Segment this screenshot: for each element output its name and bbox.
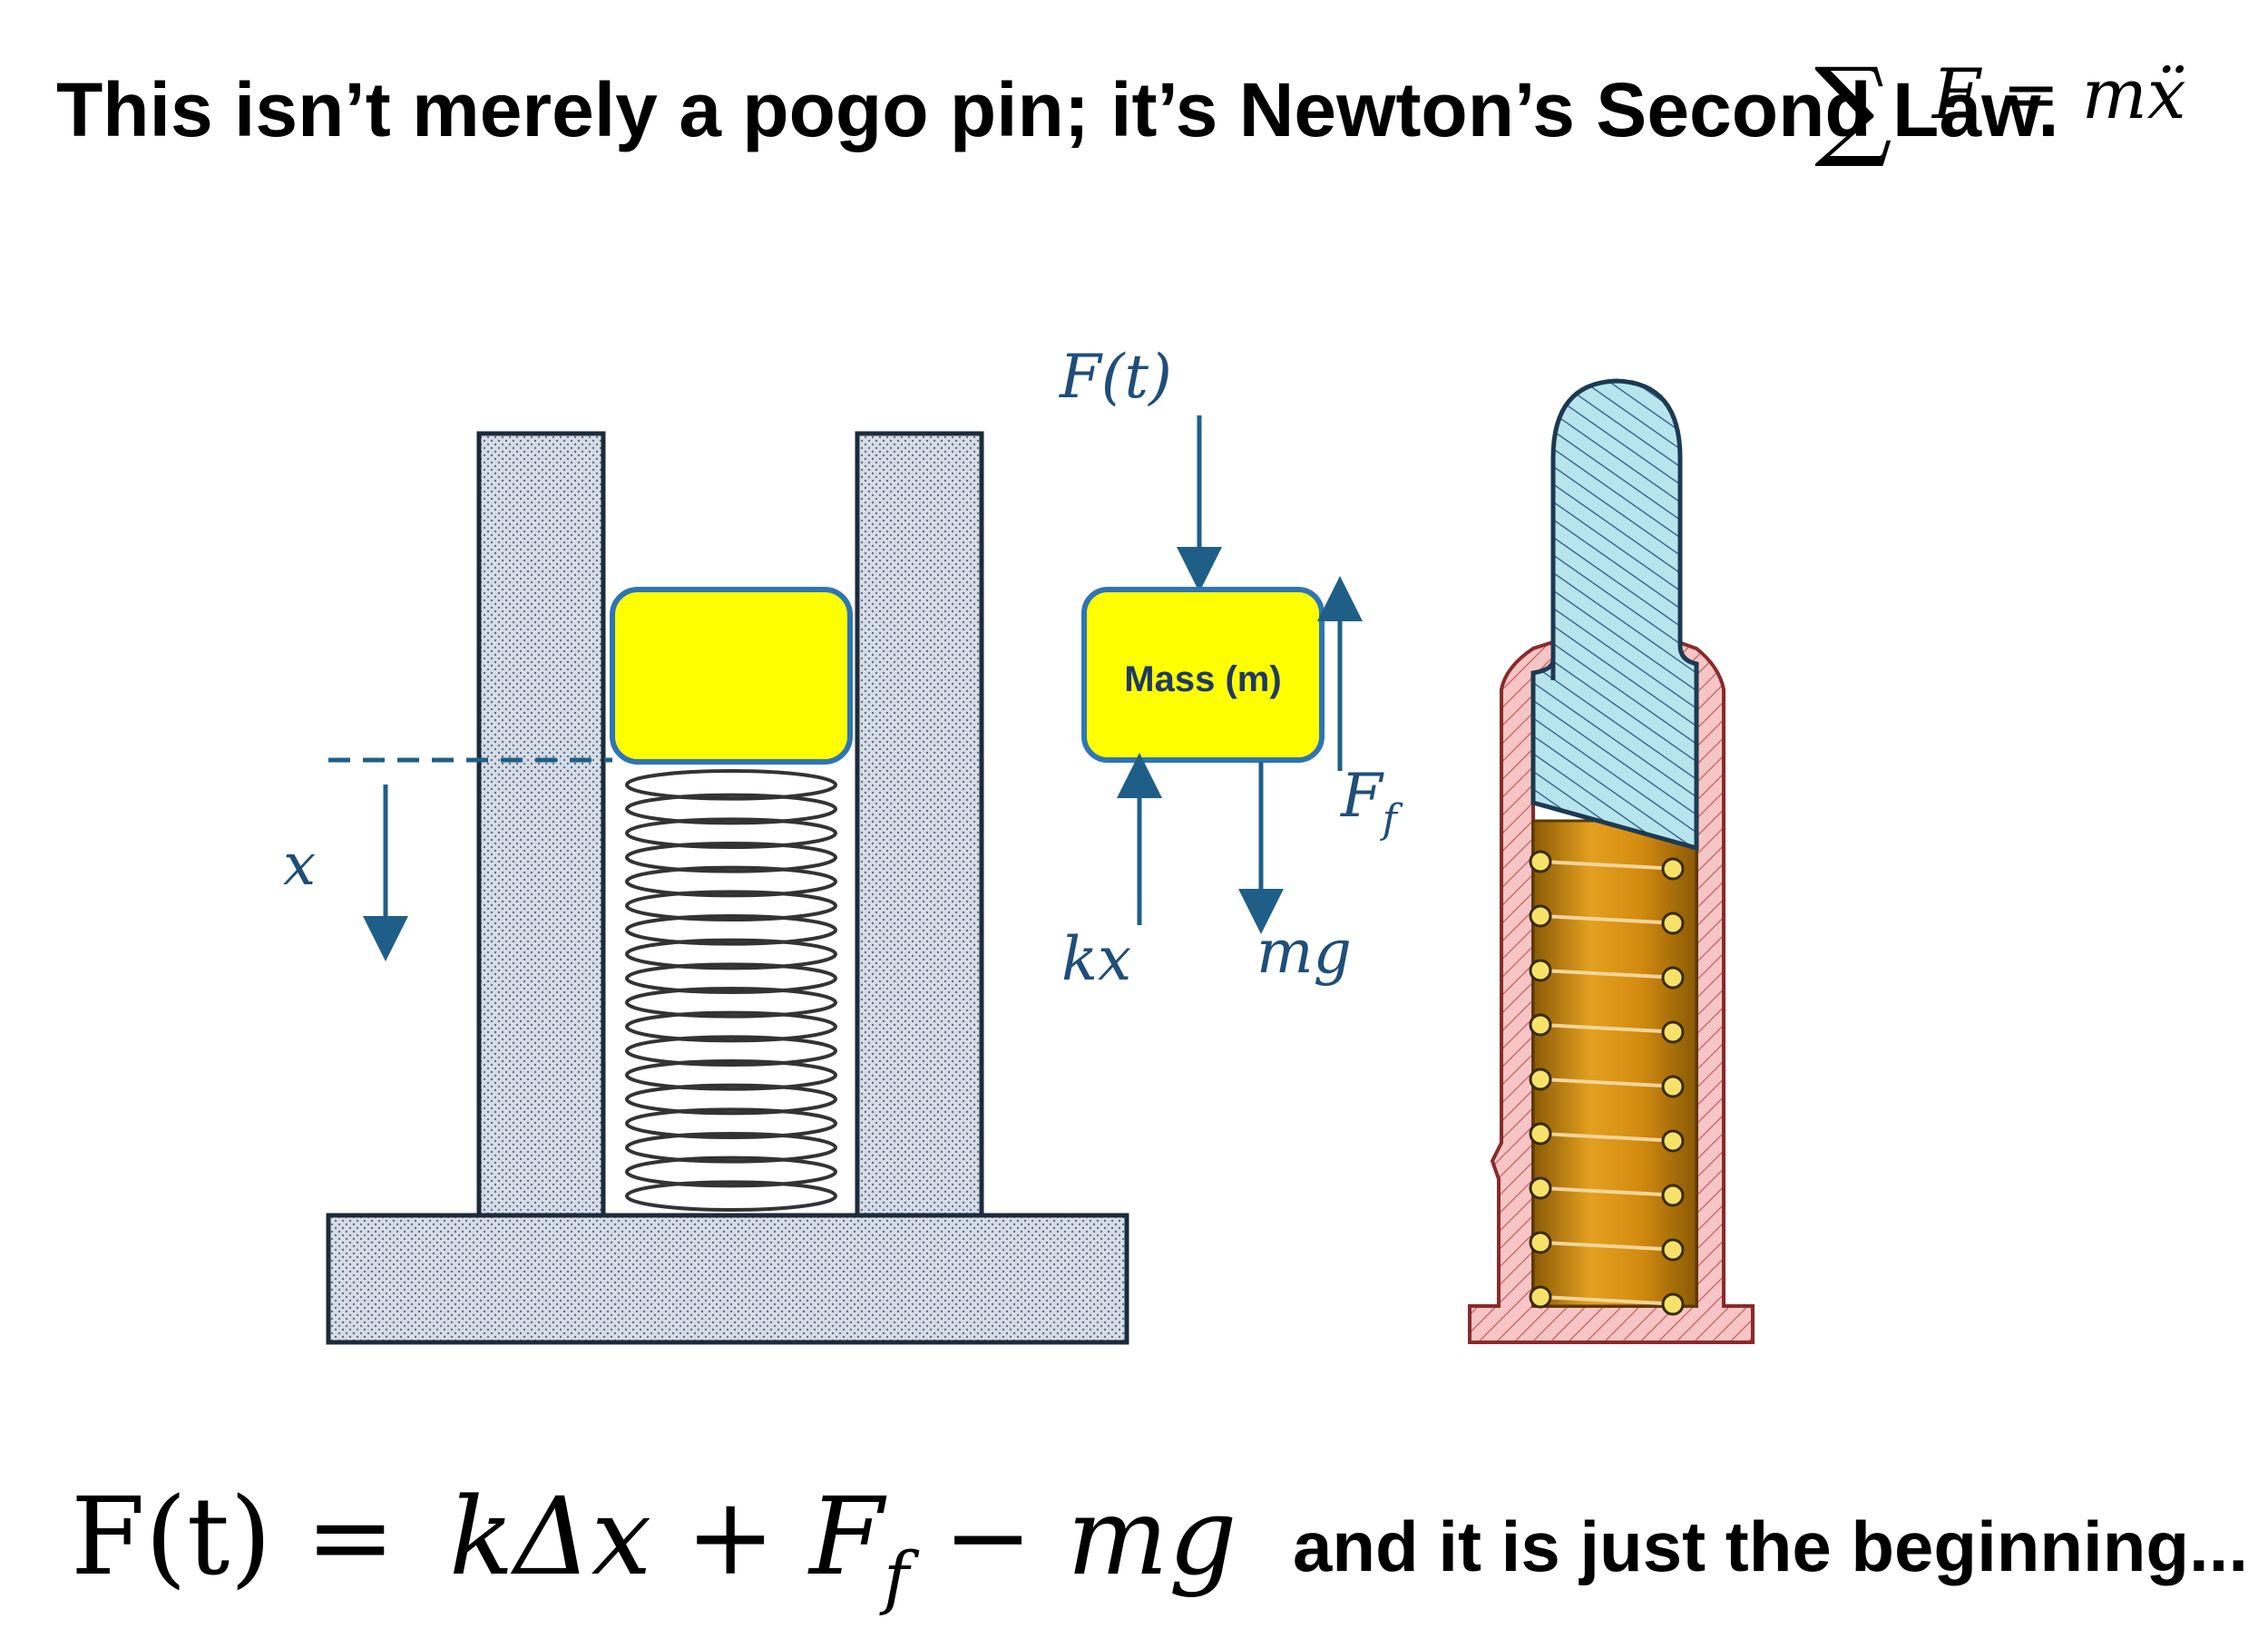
equation-rhs: kΔx + Ff − mg — [449, 1474, 1237, 1617]
page-title: This isn’t merely a pogo pin; it’s Newto… — [56, 67, 2059, 152]
mass-block — [610, 587, 853, 765]
equation-lhs: F(t) = — [71, 1474, 396, 1599]
coil-cross-section — [1529, 1122, 1552, 1146]
coil-cross-section — [1661, 1184, 1685, 1207]
spring-mass-housing: x — [283, 431, 1129, 1345]
spring-coil — [625, 793, 837, 825]
coil-cross-section — [1661, 857, 1685, 881]
spring-coil — [625, 962, 837, 994]
coil-cross-section — [1529, 1068, 1552, 1091]
coil-wire — [1541, 1023, 1679, 1034]
coil-wire — [1541, 1077, 1679, 1088]
coil-cross-section — [1529, 1013, 1552, 1037]
pogo-pin-cross-section — [1468, 378, 1755, 1344]
spring-coil — [625, 865, 837, 898]
coil-cross-section — [1661, 912, 1685, 935]
mass-label: Mass (m) — [1124, 659, 1281, 699]
coil-wire — [1541, 1241, 1679, 1252]
coil-cross-section — [1529, 1231, 1552, 1254]
spring — [625, 769, 837, 1212]
coil-cross-section — [1661, 966, 1685, 990]
coil-wire — [1541, 860, 1679, 871]
coil-wire — [1541, 969, 1679, 980]
coil-wire — [1541, 1132, 1679, 1143]
spring-core — [1531, 819, 1698, 1308]
coil-cross-section — [1529, 1285, 1552, 1309]
coil-cross-section — [1529, 959, 1552, 982]
spring-force-label: kx — [1061, 924, 1131, 994]
left-wall — [476, 431, 606, 1218]
gravity-label: mg — [1256, 917, 1352, 987]
coil-wire — [1541, 1295, 1679, 1306]
spring-coil — [625, 914, 837, 946]
free-body-diagram: F(t) Mass (m) Ff kx mg — [1059, 342, 1403, 994]
base-plate — [326, 1213, 1129, 1345]
sum-symbol: ∑ — [1814, 45, 1892, 171]
spring-coil — [625, 1083, 837, 1116]
bottom-equation: F(t) = kΔx + Ff − mg — [71, 1474, 1237, 1617]
coil-cross-section — [1661, 1292, 1685, 1316]
spring-coil — [625, 938, 837, 970]
spring-coil — [625, 1180, 837, 1212]
spring-coil — [625, 1132, 837, 1164]
coil-cross-section — [1529, 904, 1552, 928]
spring-coil — [625, 842, 837, 873]
friction-label: Ff — [1340, 761, 1403, 843]
force-label: F(t) — [1059, 342, 1172, 412]
spring-coil — [625, 890, 837, 922]
spring-coil — [625, 1155, 837, 1188]
spring-coil — [625, 769, 837, 801]
spring-coils — [1529, 850, 1685, 1316]
coil-cross-section — [1529, 850, 1552, 873]
spring-coil — [625, 1035, 837, 1067]
coil-cross-section — [1661, 1129, 1685, 1153]
displacement-label: x — [283, 832, 316, 899]
spring-coil — [625, 1059, 837, 1091]
coil-cross-section — [1661, 1075, 1685, 1098]
mass-box — [1081, 587, 1325, 763]
plunger-head — [1530, 378, 1699, 852]
spring-coil — [625, 1010, 837, 1043]
coil-cross-section — [1529, 1176, 1552, 1200]
coil-wire — [1541, 1186, 1679, 1197]
spring-coil — [625, 1107, 837, 1139]
title-equation: F = mẍ — [1931, 54, 2186, 134]
bottom-caption: and it is just the beginning... — [1293, 1506, 2248, 1586]
coil-wire — [1541, 914, 1679, 925]
coil-cross-section — [1661, 1020, 1685, 1044]
spring-coil — [625, 817, 837, 850]
coil-cross-section — [1661, 1238, 1685, 1262]
right-wall — [855, 431, 984, 1218]
spring-coil — [625, 987, 837, 1019]
